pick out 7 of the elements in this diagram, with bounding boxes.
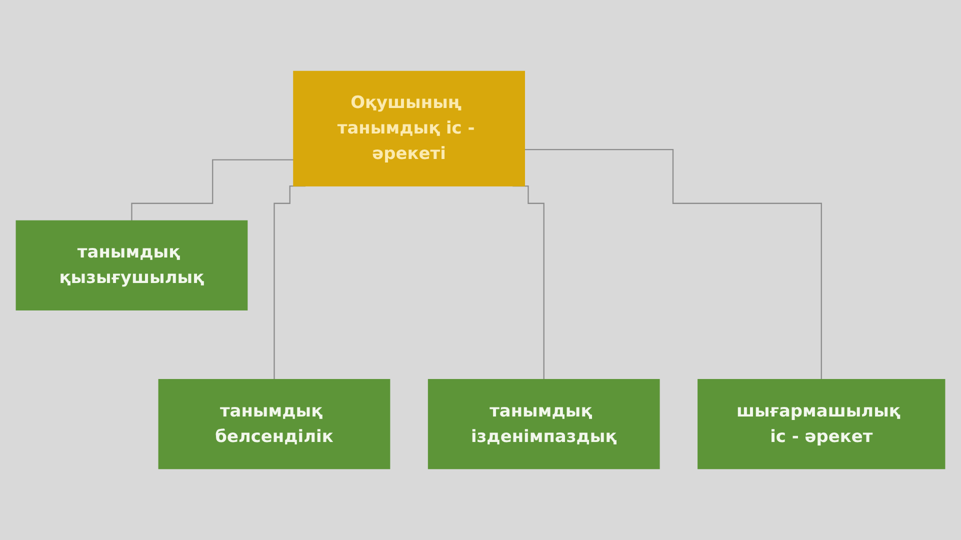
node-box: танымдық белсенділік <box>158 379 390 470</box>
connector <box>131 159 294 222</box>
node-box: шығармашылық іс - әрекет <box>698 379 946 470</box>
connector <box>524 149 822 380</box>
node-box: Оқушының танымдық іс - әрекеті <box>293 70 525 186</box>
node-box: танымдық ізденімпаздық <box>428 379 660 470</box>
node-box: танымдық қызығушылық <box>16 220 248 310</box>
